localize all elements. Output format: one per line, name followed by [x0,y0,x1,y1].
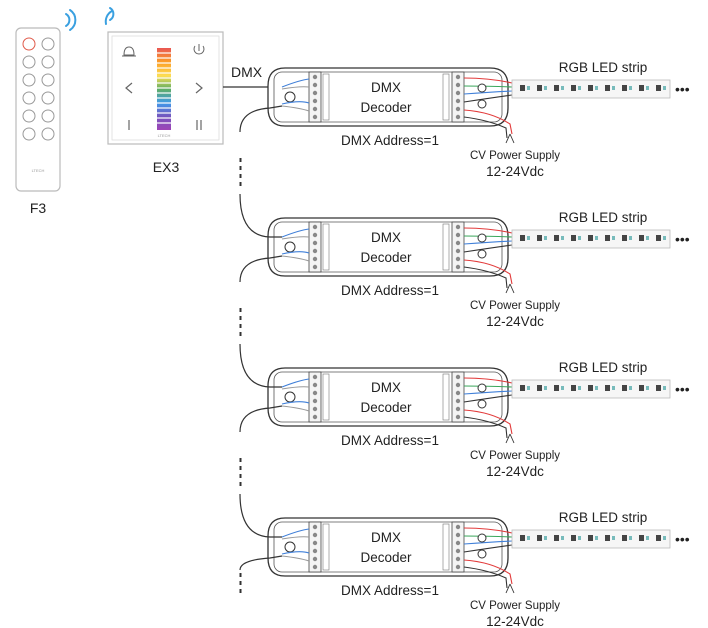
decoder-subtitle: Decoder [360,550,412,565]
chevron-right-icon [195,82,203,94]
remote-f3: LTECH F3 [15,9,77,216]
output-terminal [451,221,465,273]
more-indicator: ••• [675,531,690,547]
power-supply-label: CV Power Supply [470,300,560,312]
power-icon [22,37,36,51]
pause-icon [196,120,202,130]
power-supply-voltage: 12-24Vdc [486,464,544,479]
decoder-unit: DMX Decoder RGB LED strip ••• DMX Address=1C… [267,360,690,479]
strip-label: RGB LED strip [559,360,648,375]
strip-label: RGB LED strip [559,210,648,225]
panel-ex3: LTECH EX3 [104,7,224,175]
decoder-subtitle: Decoder [360,400,412,415]
rgb-led-strip [511,379,671,399]
decoder-subtitle: Decoder [360,250,412,265]
panel-caption: EX3 [153,159,180,175]
decoder-title: DMX [371,80,401,95]
decoder-housing [267,517,509,577]
dmx-terminal [308,71,322,123]
dmx-terminal [308,221,322,273]
dmx-address: DMX Address=1 [341,133,439,148]
mount-hole [284,391,296,403]
decoder-title: DMX [371,230,401,245]
decoder-title: DMX [371,380,401,395]
output-terminal [451,521,465,573]
output-terminal [451,71,465,123]
decoder-title: DMX [371,530,401,545]
dmx-bus-continuation [239,573,242,593]
mount-hole [284,541,296,553]
decoder-subtitle: Decoder [360,100,412,115]
dmx-address: DMX Address=1 [341,433,439,448]
more-indicator: ••• [675,81,690,97]
more-indicator: ••• [675,231,690,247]
wireless-signal-icon [65,9,77,31]
strip-label: RGB LED strip [559,510,648,525]
decoder-housing [267,217,509,277]
panel-brand: LTECH [158,133,171,138]
chevron-left-icon [125,82,133,94]
remote-brand: LTECH [32,168,45,173]
decoder-unit: DMX Decoder RGB LED strip ••• DMX Address=1C… [267,60,690,179]
rgb-led-strip [511,529,671,549]
dmx-daisy-chain [239,105,283,571]
dmx-bus-label: DMX [231,64,263,80]
dmx-address: DMX Address=1 [341,283,439,298]
bell-icon [122,46,136,57]
mount-hole [284,91,296,103]
power-supply-voltage: 12-24Vdc [486,314,544,329]
output-terminal [451,371,465,423]
strip-label: RGB LED strip [559,60,648,75]
rgb-led-strip [511,229,671,249]
power-supply-voltage: 12-24Vdc [486,164,544,179]
power-supply-voltage: 12-24Vdc [486,614,544,628]
wireless-signal-icon [104,7,115,25]
dmx-terminal [308,371,322,423]
mount-hole [284,241,296,253]
decoder-housing [267,67,509,127]
rgb-led-strip [511,79,671,99]
more-indicator: ••• [675,381,690,397]
dmx-terminal [308,521,322,573]
power-supply-label: CV Power Supply [470,600,560,612]
dmx-address: DMX Address=1 [341,583,439,598]
power-icon [193,44,205,55]
decoder-housing [267,367,509,427]
remote-caption: F3 [30,200,47,216]
decoder-unit: DMX Decoder RGB LED strip ••• DMX Address=1C… [267,510,690,628]
decoder-unit: DMX Decoder RGB LED strip ••• DMX Address=1C… [267,210,690,329]
power-supply-label: CV Power Supply [470,150,560,162]
power-supply-label: CV Power Supply [470,450,560,462]
